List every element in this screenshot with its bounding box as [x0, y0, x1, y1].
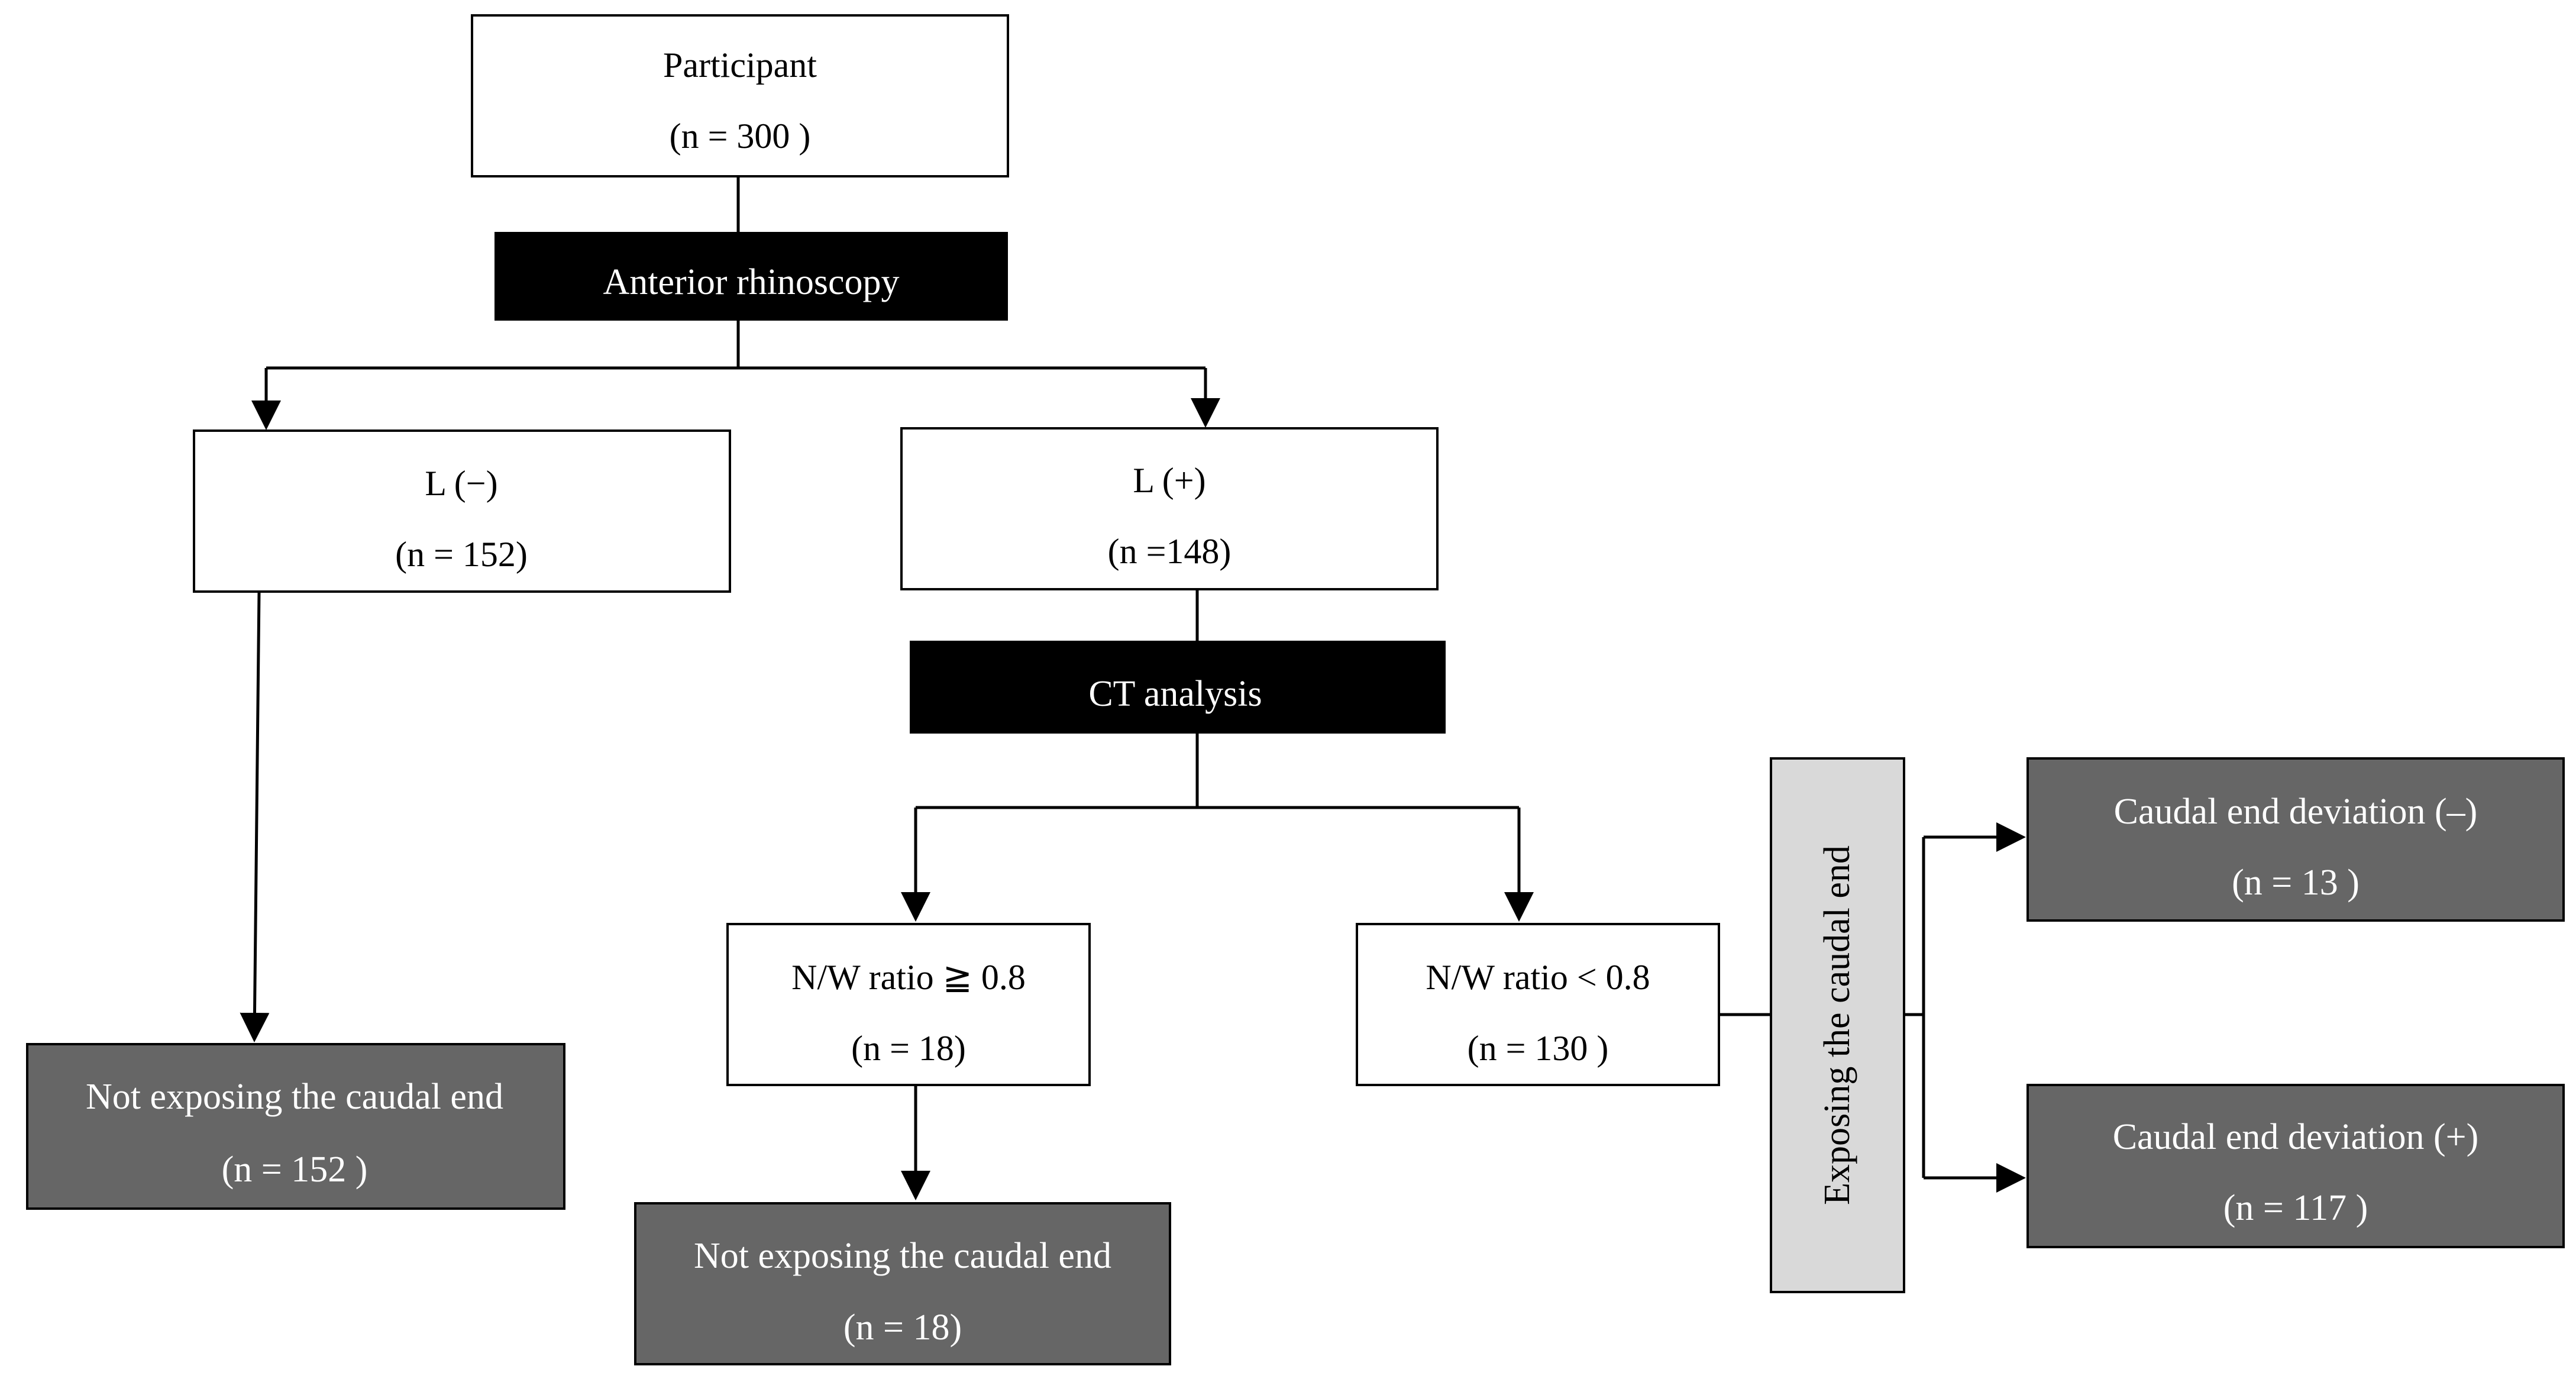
- nw-ratio-ge-box: N/W ratio ≧ 0.8 (n = 18): [726, 923, 1091, 1086]
- ct-analysis-box: CT analysis: [910, 641, 1446, 734]
- not-exposing-middle-box: Not exposing the caudal end (n = 18): [634, 1202, 1171, 1365]
- l-minus-box: L (−) (n = 152): [193, 429, 731, 593]
- not-exposing-middle-title: Not exposing the caudal end: [694, 1236, 1111, 1276]
- l-plus-count: (n =148): [1108, 532, 1232, 571]
- l-minus-title: L (−): [425, 464, 497, 503]
- anterior-rhinoscopy-label: Anterior rhinoscopy: [603, 262, 899, 302]
- l-minus-count: (n = 152): [395, 535, 528, 574]
- not-exposing-middle-count: (n = 18): [843, 1307, 962, 1348]
- nw-ratio-lt-box: N/W ratio < 0.8 (n = 130 ): [1356, 923, 1720, 1086]
- participant-count: (n = 300 ): [670, 117, 811, 156]
- participant-title: Participant: [663, 46, 817, 85]
- ct-analysis-label: CT analysis: [1088, 674, 1262, 714]
- nw-ratio-ge-title: N/W ratio ≧ 0.8: [791, 958, 1026, 997]
- not-exposing-left-count: (n = 152 ): [222, 1149, 368, 1190]
- deviation-minus-title: Caudal end deviation (–): [2114, 792, 2478, 832]
- participant-box: Participant (n = 300 ): [471, 14, 1009, 177]
- anterior-rhinoscopy-box: Anterior rhinoscopy: [494, 232, 1008, 321]
- exposing-caudal-end-box: Exposing the caudal end: [1770, 757, 1905, 1293]
- deviation-minus-box: Caudal end deviation (–) (n = 13 ): [2026, 757, 2565, 922]
- deviation-minus-count: (n = 13 ): [2232, 863, 2360, 903]
- not-exposing-left-title: Not exposing the caudal end: [86, 1077, 503, 1117]
- connectors: [240, 176, 2026, 1200]
- l-plus-title: L (+): [1133, 461, 1205, 500]
- nw-ratio-ge-count: (n = 18): [851, 1029, 966, 1068]
- l-plus-box: L (+) (n =148): [900, 427, 1439, 590]
- exposing-caudal-end-label: Exposing the caudal end: [1817, 845, 1857, 1205]
- deviation-plus-title: Caudal end deviation (+): [2113, 1117, 2479, 1157]
- arrow-l-minus-to-not-exposing: [240, 591, 270, 1042]
- not-exposing-left-box: Not exposing the caudal end (n = 152 ): [26, 1043, 565, 1210]
- nw-ratio-lt-count: (n = 130 ): [1468, 1029, 1609, 1068]
- deviation-plus-count: (n = 117 ): [2223, 1188, 2368, 1228]
- nw-ratio-lt-title: N/W ratio < 0.8: [1426, 958, 1650, 997]
- deviation-plus-box: Caudal end deviation (+) (n = 117 ): [2026, 1084, 2565, 1248]
